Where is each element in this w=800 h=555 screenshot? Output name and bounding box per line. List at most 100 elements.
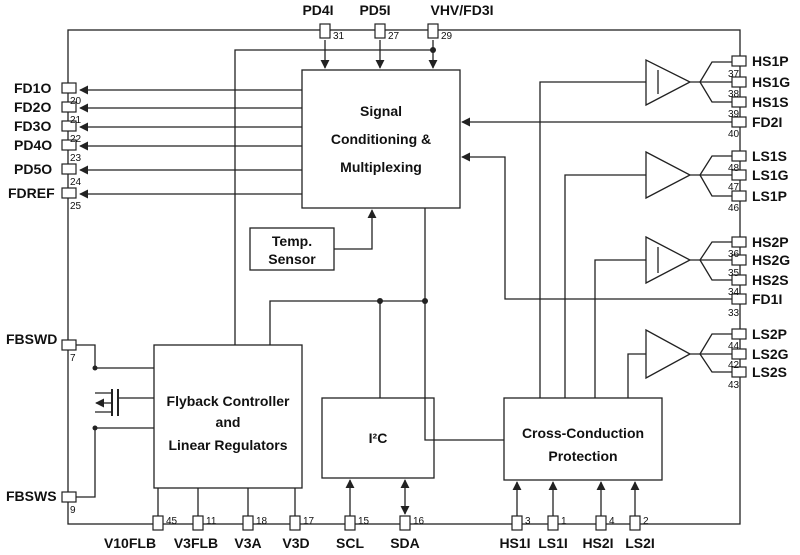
hs1-control-wire bbox=[539, 81, 646, 398]
pin-pad bbox=[289, 515, 301, 531]
signal-block-label: Multiplexing bbox=[340, 159, 422, 175]
pin-label: FBSWD bbox=[6, 331, 57, 347]
pin-label: LS1S bbox=[752, 148, 787, 164]
pin-pad bbox=[511, 515, 523, 531]
pin-pad bbox=[242, 515, 254, 531]
pin-label: HS1G bbox=[752, 74, 790, 90]
pin-label: PD5O bbox=[14, 161, 52, 177]
junction-dot bbox=[377, 298, 383, 304]
pin-pad bbox=[731, 328, 747, 340]
hs2-driver bbox=[645, 235, 692, 285]
ls1s-wire bbox=[699, 155, 732, 176]
pin-number: 17 bbox=[303, 516, 315, 527]
pin-label: PD4I bbox=[302, 2, 333, 18]
bus-to-cross-wire bbox=[424, 301, 504, 441]
flyback-controller-block bbox=[153, 344, 303, 489]
pin-label: FDREF bbox=[8, 185, 55, 201]
pin-label: HS2I bbox=[582, 535, 613, 551]
pin-label: V3FLB bbox=[174, 535, 218, 551]
cross-block-label: Protection bbox=[548, 448, 617, 464]
temp-sensor-block bbox=[249, 227, 335, 271]
pin-label: VHV/FD3I bbox=[430, 2, 493, 18]
pin-label: HS2P bbox=[752, 234, 789, 250]
pin-number: 40 bbox=[728, 129, 740, 140]
pin-pad bbox=[61, 163, 77, 175]
pin-label: LS1G bbox=[752, 167, 789, 183]
pin-number: 39 bbox=[728, 109, 740, 120]
junction-dot bbox=[92, 365, 98, 371]
pin-pad bbox=[61, 139, 77, 151]
signal-block-label: Conditioning & bbox=[331, 131, 431, 147]
temp-block-label: Sensor bbox=[268, 251, 316, 267]
pin-number: 9 bbox=[70, 505, 76, 516]
pin-pad bbox=[61, 120, 77, 132]
cross-conduction-block bbox=[503, 397, 663, 481]
pin-number: 45 bbox=[166, 516, 178, 527]
pin-number: 27 bbox=[388, 31, 400, 42]
pin-label: V3A bbox=[234, 535, 261, 551]
pin-pad bbox=[192, 515, 204, 531]
pin-number: 3 bbox=[525, 516, 531, 527]
hs2p-wire bbox=[699, 241, 732, 261]
pin-label: FD1I bbox=[752, 291, 782, 307]
pin-pad bbox=[731, 169, 747, 181]
pin-number: 44 bbox=[728, 341, 740, 352]
pin-number: 43 bbox=[728, 380, 740, 391]
pin-label: LS2I bbox=[625, 535, 655, 551]
hs1p-wire bbox=[699, 61, 732, 83]
pin-number: 38 bbox=[728, 89, 740, 100]
ls2-control-wire bbox=[627, 353, 646, 398]
temp-to-signal-wire bbox=[334, 209, 377, 250]
pin-pad bbox=[731, 55, 747, 67]
pin-pad bbox=[595, 515, 607, 531]
pin-pad bbox=[731, 274, 747, 286]
pin-number: 47 bbox=[728, 182, 740, 193]
pin-pad bbox=[61, 491, 77, 503]
pin-label: V10FLB bbox=[104, 535, 156, 551]
ls2p-wire bbox=[699, 333, 732, 355]
fd1i-wire bbox=[461, 152, 732, 300]
pin-label: SCL bbox=[336, 535, 364, 551]
pin-label: HS1P bbox=[752, 53, 789, 69]
pin-label: HS2G bbox=[752, 252, 790, 268]
hs2s-wire bbox=[699, 259, 732, 281]
pin-number: 33 bbox=[728, 308, 740, 319]
pin-pad bbox=[731, 150, 747, 162]
pin-label: FBSWS bbox=[6, 488, 57, 504]
pin-number: 21 bbox=[70, 115, 82, 126]
pin-pad bbox=[547, 515, 559, 531]
pin-number: 31 bbox=[333, 31, 345, 42]
ls1p-wire bbox=[699, 174, 732, 197]
signal-conditioning-block bbox=[301, 69, 461, 209]
pin-pad bbox=[731, 190, 747, 202]
pin-pad bbox=[319, 23, 331, 39]
pin-pad bbox=[427, 23, 439, 39]
pin-pad bbox=[731, 96, 747, 108]
pin-number: 34 bbox=[728, 287, 740, 298]
ls1-control-wire bbox=[564, 174, 646, 398]
pin-number: 29 bbox=[441, 31, 453, 42]
vhv-to-flyback-wire bbox=[234, 49, 433, 345]
ls1-driver bbox=[645, 150, 692, 200]
pin-label: V3D bbox=[282, 535, 309, 551]
pin-number: 25 bbox=[70, 201, 82, 212]
pin-label: FD2O bbox=[14, 99, 51, 115]
pin-number: 23 bbox=[70, 153, 82, 164]
pin-number: 24 bbox=[70, 177, 82, 188]
pin-pad bbox=[61, 339, 77, 351]
pin-pad bbox=[61, 187, 77, 199]
pin-label: LS2P bbox=[752, 326, 787, 342]
pin-label: LS1I bbox=[538, 535, 568, 551]
pin-label: HS1S bbox=[752, 94, 789, 110]
pin-pad bbox=[344, 515, 356, 531]
fbsws-wire bbox=[76, 427, 154, 498]
pin-pad bbox=[731, 236, 747, 248]
pin-pad bbox=[731, 116, 747, 128]
cross-block-label: Cross-Conduction bbox=[522, 425, 644, 441]
pin-number: 18 bbox=[256, 516, 268, 527]
pin-pad bbox=[399, 515, 411, 531]
flyback-block-label: Linear Regulators bbox=[168, 437, 287, 453]
pin-number: 36 bbox=[728, 249, 740, 260]
hs1-driver bbox=[645, 58, 692, 107]
